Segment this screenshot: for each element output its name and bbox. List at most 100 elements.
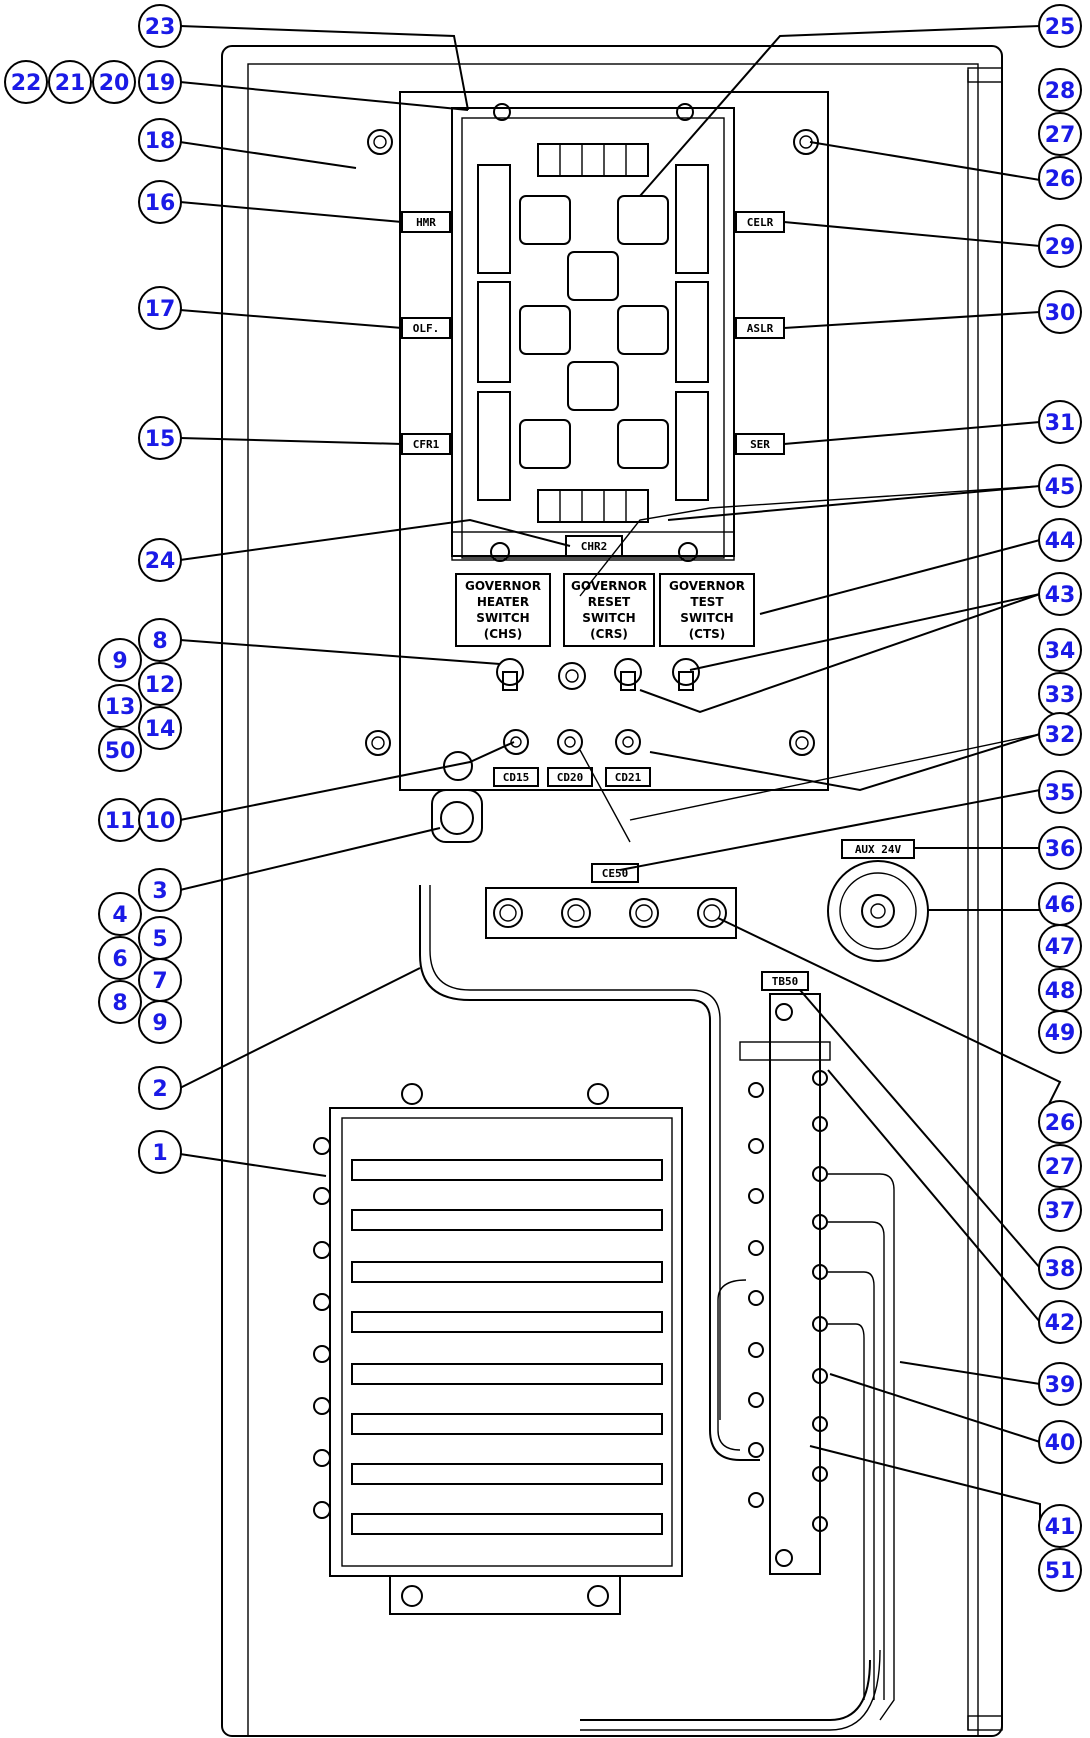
toggle-switches (496, 658, 700, 691)
callout-27a: 27 (1038, 112, 1082, 156)
callout-8a: 8 (138, 618, 182, 662)
callout-32: 32 (1038, 712, 1082, 756)
callouts: 23 25 22 21 20 19 28 27 18 26 16 29 17 3… (4, 4, 1082, 1592)
heater-assembly (313, 1083, 683, 1615)
governor-test-switch-label: GOVERNOR TEST SWITCH (CTS) (659, 573, 755, 647)
svg-text:21: 21 (55, 71, 86, 96)
aux-24v-label: AUX 24V (841, 839, 915, 859)
svg-text:16: 16 (145, 191, 176, 216)
svg-text:CFR1: CFR1 (413, 438, 440, 451)
wire-harness (419, 885, 760, 1461)
callout-27b: 27 (1038, 1144, 1082, 1188)
svg-text:SWITCH: SWITCH (476, 611, 529, 625)
callout-51: 51 (1038, 1548, 1082, 1592)
svg-text:24: 24 (145, 549, 176, 574)
callout-22: 22 (4, 60, 48, 104)
enclosure (221, 45, 1003, 1737)
svg-text:14: 14 (145, 717, 176, 742)
callout-5: 5 (138, 916, 182, 960)
svg-text:32: 32 (1045, 723, 1076, 748)
terminal-label-tb50: TB50 (761, 971, 809, 991)
svg-text:8: 8 (112, 991, 127, 1016)
callout-2: 2 (138, 1066, 182, 1110)
callout-12: 12 (138, 662, 182, 706)
callout-11: 11 (98, 798, 142, 842)
callout-39: 39 (1038, 1362, 1082, 1406)
relay-label-ser: SER (735, 433, 785, 455)
svg-text:SER: SER (750, 438, 770, 451)
svg-text:4: 4 (112, 903, 127, 928)
svg-text:TEST: TEST (690, 595, 724, 609)
svg-text:15: 15 (145, 427, 176, 452)
callout-10: 10 (138, 798, 182, 842)
svg-text:50: 50 (105, 739, 136, 764)
callout-33: 33 (1038, 672, 1082, 716)
callout-47: 47 (1038, 924, 1082, 968)
svg-text:40: 40 (1045, 1431, 1076, 1456)
callout-36: 36 (1038, 826, 1082, 870)
callout-44: 44 (1038, 518, 1082, 562)
svg-text:GOVERNOR: GOVERNOR (669, 579, 745, 593)
svg-text:51: 51 (1045, 1559, 1076, 1584)
callout-9b: 9 (138, 1000, 182, 1044)
callout-15: 15 (138, 416, 182, 460)
svg-text:(CTS): (CTS) (689, 627, 726, 641)
svg-text:49: 49 (1045, 1021, 1076, 1046)
relay-label-cfr1: CFR1 (401, 433, 451, 455)
svg-text:27: 27 (1045, 123, 1076, 148)
callout-31: 31 (1038, 400, 1082, 444)
svg-text:3: 3 (152, 879, 167, 904)
svg-text:13: 13 (105, 695, 136, 720)
callout-18: 18 (138, 118, 182, 162)
callout-7: 7 (138, 958, 182, 1002)
svg-text:41: 41 (1045, 1515, 1076, 1540)
callout-34: 34 (1038, 628, 1082, 672)
callout-30: 30 (1038, 290, 1082, 334)
svg-text:SWITCH: SWITCH (680, 611, 733, 625)
svg-text:TB50: TB50 (772, 975, 799, 988)
callout-49: 49 (1038, 1010, 1082, 1054)
svg-text:HEATER: HEATER (477, 595, 529, 609)
callout-14: 14 (138, 706, 182, 750)
callout-17: 17 (138, 286, 182, 330)
svg-text:GOVERNOR: GOVERNOR (571, 579, 647, 593)
callout-50: 50 (98, 728, 142, 772)
svg-text:18: 18 (145, 129, 176, 154)
svg-text:17: 17 (145, 297, 176, 322)
svg-text:37: 37 (1045, 1199, 1076, 1224)
aux-24v-receptacle (827, 860, 929, 962)
svg-text:CHR2: CHR2 (581, 540, 608, 553)
callout-6: 6 (98, 936, 142, 980)
callout-16: 16 (138, 180, 182, 224)
callout-1: 1 (138, 1130, 182, 1174)
svg-text:45: 45 (1045, 475, 1076, 500)
connector-label-ce50: CE50 (591, 863, 639, 883)
relay-label-chr: CHR2 (565, 535, 623, 557)
callout-37: 37 (1038, 1188, 1082, 1232)
svg-text:CD20: CD20 (557, 771, 584, 784)
callout-43: 43 (1038, 572, 1082, 616)
svg-text:AUX 24V: AUX 24V (855, 843, 902, 856)
callout-46: 46 (1038, 882, 1082, 926)
svg-text:7: 7 (152, 969, 167, 994)
svg-text:34: 34 (1045, 639, 1076, 664)
relay-label-aslr: ASLR (735, 317, 785, 339)
svg-text:RESET: RESET (588, 595, 631, 609)
svg-text:33: 33 (1045, 683, 1076, 708)
svg-text:5: 5 (152, 927, 167, 952)
svg-text:19: 19 (145, 71, 176, 96)
callout-40: 40 (1038, 1420, 1082, 1464)
relay-label-olf: OLF. (401, 317, 451, 339)
svg-text:47: 47 (1045, 935, 1076, 960)
svg-text:(CHS): (CHS) (484, 627, 522, 641)
callout-3: 3 (138, 868, 182, 912)
governor-reset-switch-label: GOVERNOR RESET SWITCH (CRS) (563, 573, 655, 647)
svg-text:12: 12 (145, 673, 176, 698)
connector-label-cd15: CD15 (493, 767, 539, 787)
callout-35: 35 (1038, 770, 1082, 814)
callout-26a: 26 (1038, 156, 1082, 200)
governor-heater-switch-label: GOVERNOR HEATER SWITCH (CHS) (455, 573, 551, 647)
callout-38: 38 (1038, 1246, 1082, 1290)
svg-text:11: 11 (105, 809, 136, 834)
